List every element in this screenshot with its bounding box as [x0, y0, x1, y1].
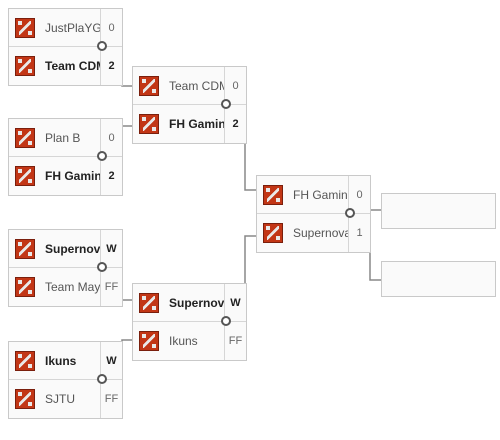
team-score: W — [224, 284, 246, 321]
match-r1-3[interactable]: Supernova W Team MayBe FF — [8, 229, 123, 307]
dota2-logo-icon — [139, 331, 159, 351]
dota2-logo-icon — [139, 292, 159, 313]
team-slot[interactable]: Ikuns FF — [133, 322, 246, 360]
dota2-logo-icon — [15, 127, 35, 148]
team-slot[interactable]: Team CDM 0 — [133, 67, 246, 105]
team-name: Ikuns — [169, 334, 198, 348]
bracket-node-icon[interactable] — [345, 208, 355, 218]
team-name: JustPlaYGame — [45, 20, 100, 35]
dota2-logo-icon — [139, 75, 159, 96]
team-score: W — [100, 342, 122, 379]
team-name: SJTU — [45, 392, 75, 406]
dota2-logo-icon — [263, 184, 283, 205]
final-slot-upper[interactable] — [381, 193, 496, 229]
team-name: Plan B — [45, 130, 81, 145]
team-slot[interactable]: FH Gaming 2 — [133, 105, 246, 143]
team-score: FF — [224, 322, 246, 360]
team-score: 0 — [348, 176, 370, 213]
team-slot[interactable]: FH Gaming 0 — [257, 176, 370, 214]
team-name: FH Gaming — [169, 117, 224, 131]
team-slot[interactable]: Supernova 1 — [257, 214, 370, 252]
team-score: FF — [100, 380, 122, 418]
match-r2-1[interactable]: Team CDM 0 FH Gaming 2 — [132, 66, 247, 144]
dota2-logo-icon — [139, 114, 159, 134]
team-name: FH Gaming — [45, 169, 100, 183]
team-slot[interactable]: Supernova W — [133, 284, 246, 322]
dota2-logo-icon — [15, 238, 35, 259]
dota2-logo-icon — [263, 223, 283, 243]
match-r1-4[interactable]: Ikuns W SJTU FF — [8, 341, 123, 419]
team-slot[interactable]: Team MayBe FF — [9, 268, 122, 306]
team-slot[interactable]: Ikuns W — [9, 342, 122, 380]
dota2-logo-icon — [15, 350, 35, 371]
team-score: 0 — [100, 119, 122, 156]
team-name: Supernova — [169, 295, 224, 310]
bracket-node-icon[interactable] — [97, 151, 107, 161]
team-name: Team MayBe — [45, 280, 100, 294]
team-name: Supernova — [293, 226, 348, 240]
dota2-logo-icon — [15, 166, 35, 186]
team-slot[interactable]: SJTU FF — [9, 380, 122, 418]
match-r3-1[interactable]: FH Gaming 0 Supernova 1 — [256, 175, 371, 253]
final-slot-lower[interactable] — [381, 261, 496, 297]
dota2-logo-icon — [15, 389, 35, 409]
team-slot[interactable]: Team CDM 2 — [9, 47, 122, 85]
bracket-node-icon[interactable] — [97, 41, 107, 51]
team-score: FF — [100, 268, 122, 306]
team-name: Supernova — [45, 241, 100, 256]
match-r1-2[interactable]: Plan B 0 FH Gaming 2 — [8, 118, 123, 196]
team-score: 1 — [348, 214, 370, 252]
team-name: FH Gaming — [293, 187, 348, 202]
team-score: W — [100, 230, 122, 267]
team-score: 0 — [224, 67, 246, 104]
bracket-node-icon[interactable] — [97, 262, 107, 272]
team-slot[interactable]: Supernova W — [9, 230, 122, 268]
team-name: Team CDM — [45, 59, 100, 73]
match-r2-2[interactable]: Supernova W Ikuns FF — [132, 283, 247, 361]
dota2-logo-icon — [15, 56, 35, 76]
team-score: 2 — [100, 157, 122, 195]
team-slot[interactable]: Plan B 0 — [9, 119, 122, 157]
bracket-node-icon[interactable] — [97, 374, 107, 384]
team-slot[interactable]: FH Gaming 2 — [9, 157, 122, 195]
team-score: 0 — [100, 9, 122, 46]
dota2-logo-icon — [15, 277, 35, 297]
bracket-node-icon[interactable] — [221, 316, 231, 326]
team-score: 2 — [100, 47, 122, 85]
team-slot[interactable]: JustPlaYGame 0 — [9, 9, 122, 47]
team-name: Ikuns — [45, 353, 77, 368]
match-r1-1[interactable]: JustPlaYGame 0 Team CDM 2 — [8, 8, 123, 86]
dota2-logo-icon — [15, 17, 35, 38]
team-name: Team CDM — [169, 78, 224, 93]
team-score: 2 — [224, 105, 246, 143]
bracket-node-icon[interactable] — [221, 99, 231, 109]
